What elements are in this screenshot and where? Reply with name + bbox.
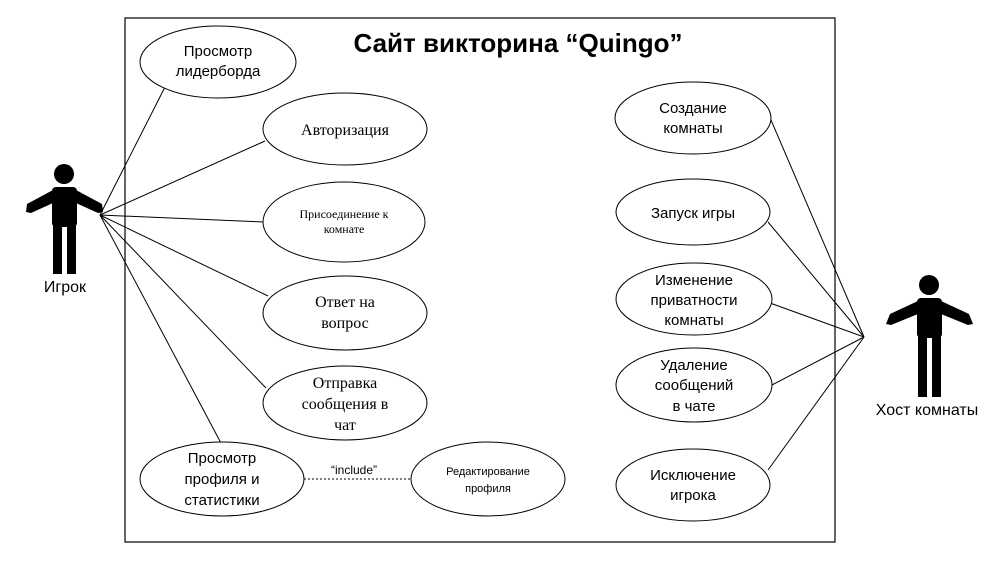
svg-text:Удаление: Удаление [660,357,728,374]
system-title: Сайт викторина “Quingo” [354,28,683,58]
assoc-kick [767,336,865,471]
assoc-chat [99,214,267,389]
svg-text:профиля и: профиля и [185,471,260,488]
svg-text:комнате: комнате [324,222,365,236]
svg-text:Отправка: Отправка [313,375,377,392]
assoc-join [99,214,265,223]
use-case-profile: Просмотр профиля и статистики [139,441,305,517]
include-label: “include” [331,463,377,477]
svg-text:вопрос: вопрос [321,315,369,332]
player-associations [99,86,269,446]
svg-text:в чате: в чате [672,398,715,415]
svg-text:чат: чат [334,417,356,434]
svg-text:статистики: статистики [184,492,259,509]
svg-text:Изменение: Изменение [655,272,733,289]
assoc-profile [99,214,223,446]
svg-text:комнаты: комнаты [664,312,723,329]
use-case-auth: Авторизация [262,92,428,166]
svg-text:Просмотр: Просмотр [184,43,253,60]
use-case-leaderboard: Просмотр лидерборда [139,25,297,99]
use-case-join: Присоединение к комнате [262,181,426,263]
assoc-auth [99,140,266,216]
use-case-delete-messages: Удаление сообщений в чате [615,347,773,423]
svg-text:сообщений: сообщений [655,377,734,394]
assoc-answer [99,214,269,297]
use-case-create-room: Создание комнаты [614,81,772,155]
svg-text:лидерборда: лидерборда [176,63,261,80]
svg-text:Присоединение к: Присоединение к [299,207,388,221]
host-associations [767,119,865,471]
assoc-delete [769,336,865,387]
use-case-kick-player: Исключение игрока [615,448,771,522]
assoc-start [767,221,865,338]
host-actor-icon [886,275,973,397]
use-case-chat: Отправка сообщения в чат [262,365,428,441]
assoc-create [770,119,865,338]
svg-text:приватности: приватности [651,292,738,309]
player-actor-label: Игрок [44,279,87,296]
svg-text:Авторизация: Авторизация [301,122,390,139]
svg-text:сообщения в: сообщения в [302,396,389,413]
svg-text:Исключение: Исключение [650,467,736,484]
host-actor-label: Хост комнаты [876,402,978,419]
svg-text:профиля: профиля [465,483,511,495]
svg-text:Создание: Создание [659,100,727,117]
use-case-privacy: Изменение приватности комнаты [615,262,773,336]
use-case-edit-profile: Редактирование профиля [410,441,566,517]
svg-text:Просмотр: Просмотр [188,450,257,467]
assoc-privacy [769,302,865,338]
svg-text:комнаты: комнаты [663,120,722,137]
svg-text:Ответ на: Ответ на [315,294,375,311]
svg-text:Запуск игры: Запуск игры [651,205,735,222]
svg-text:Редактирование: Редактирование [446,466,530,478]
use-case-answer: Ответ на вопрос [262,275,428,351]
use-case-start-game: Запуск игры [615,178,771,246]
player-actor-icon [26,164,103,274]
svg-text:игрока: игрока [670,487,716,504]
assoc-leaderboard [99,86,166,216]
